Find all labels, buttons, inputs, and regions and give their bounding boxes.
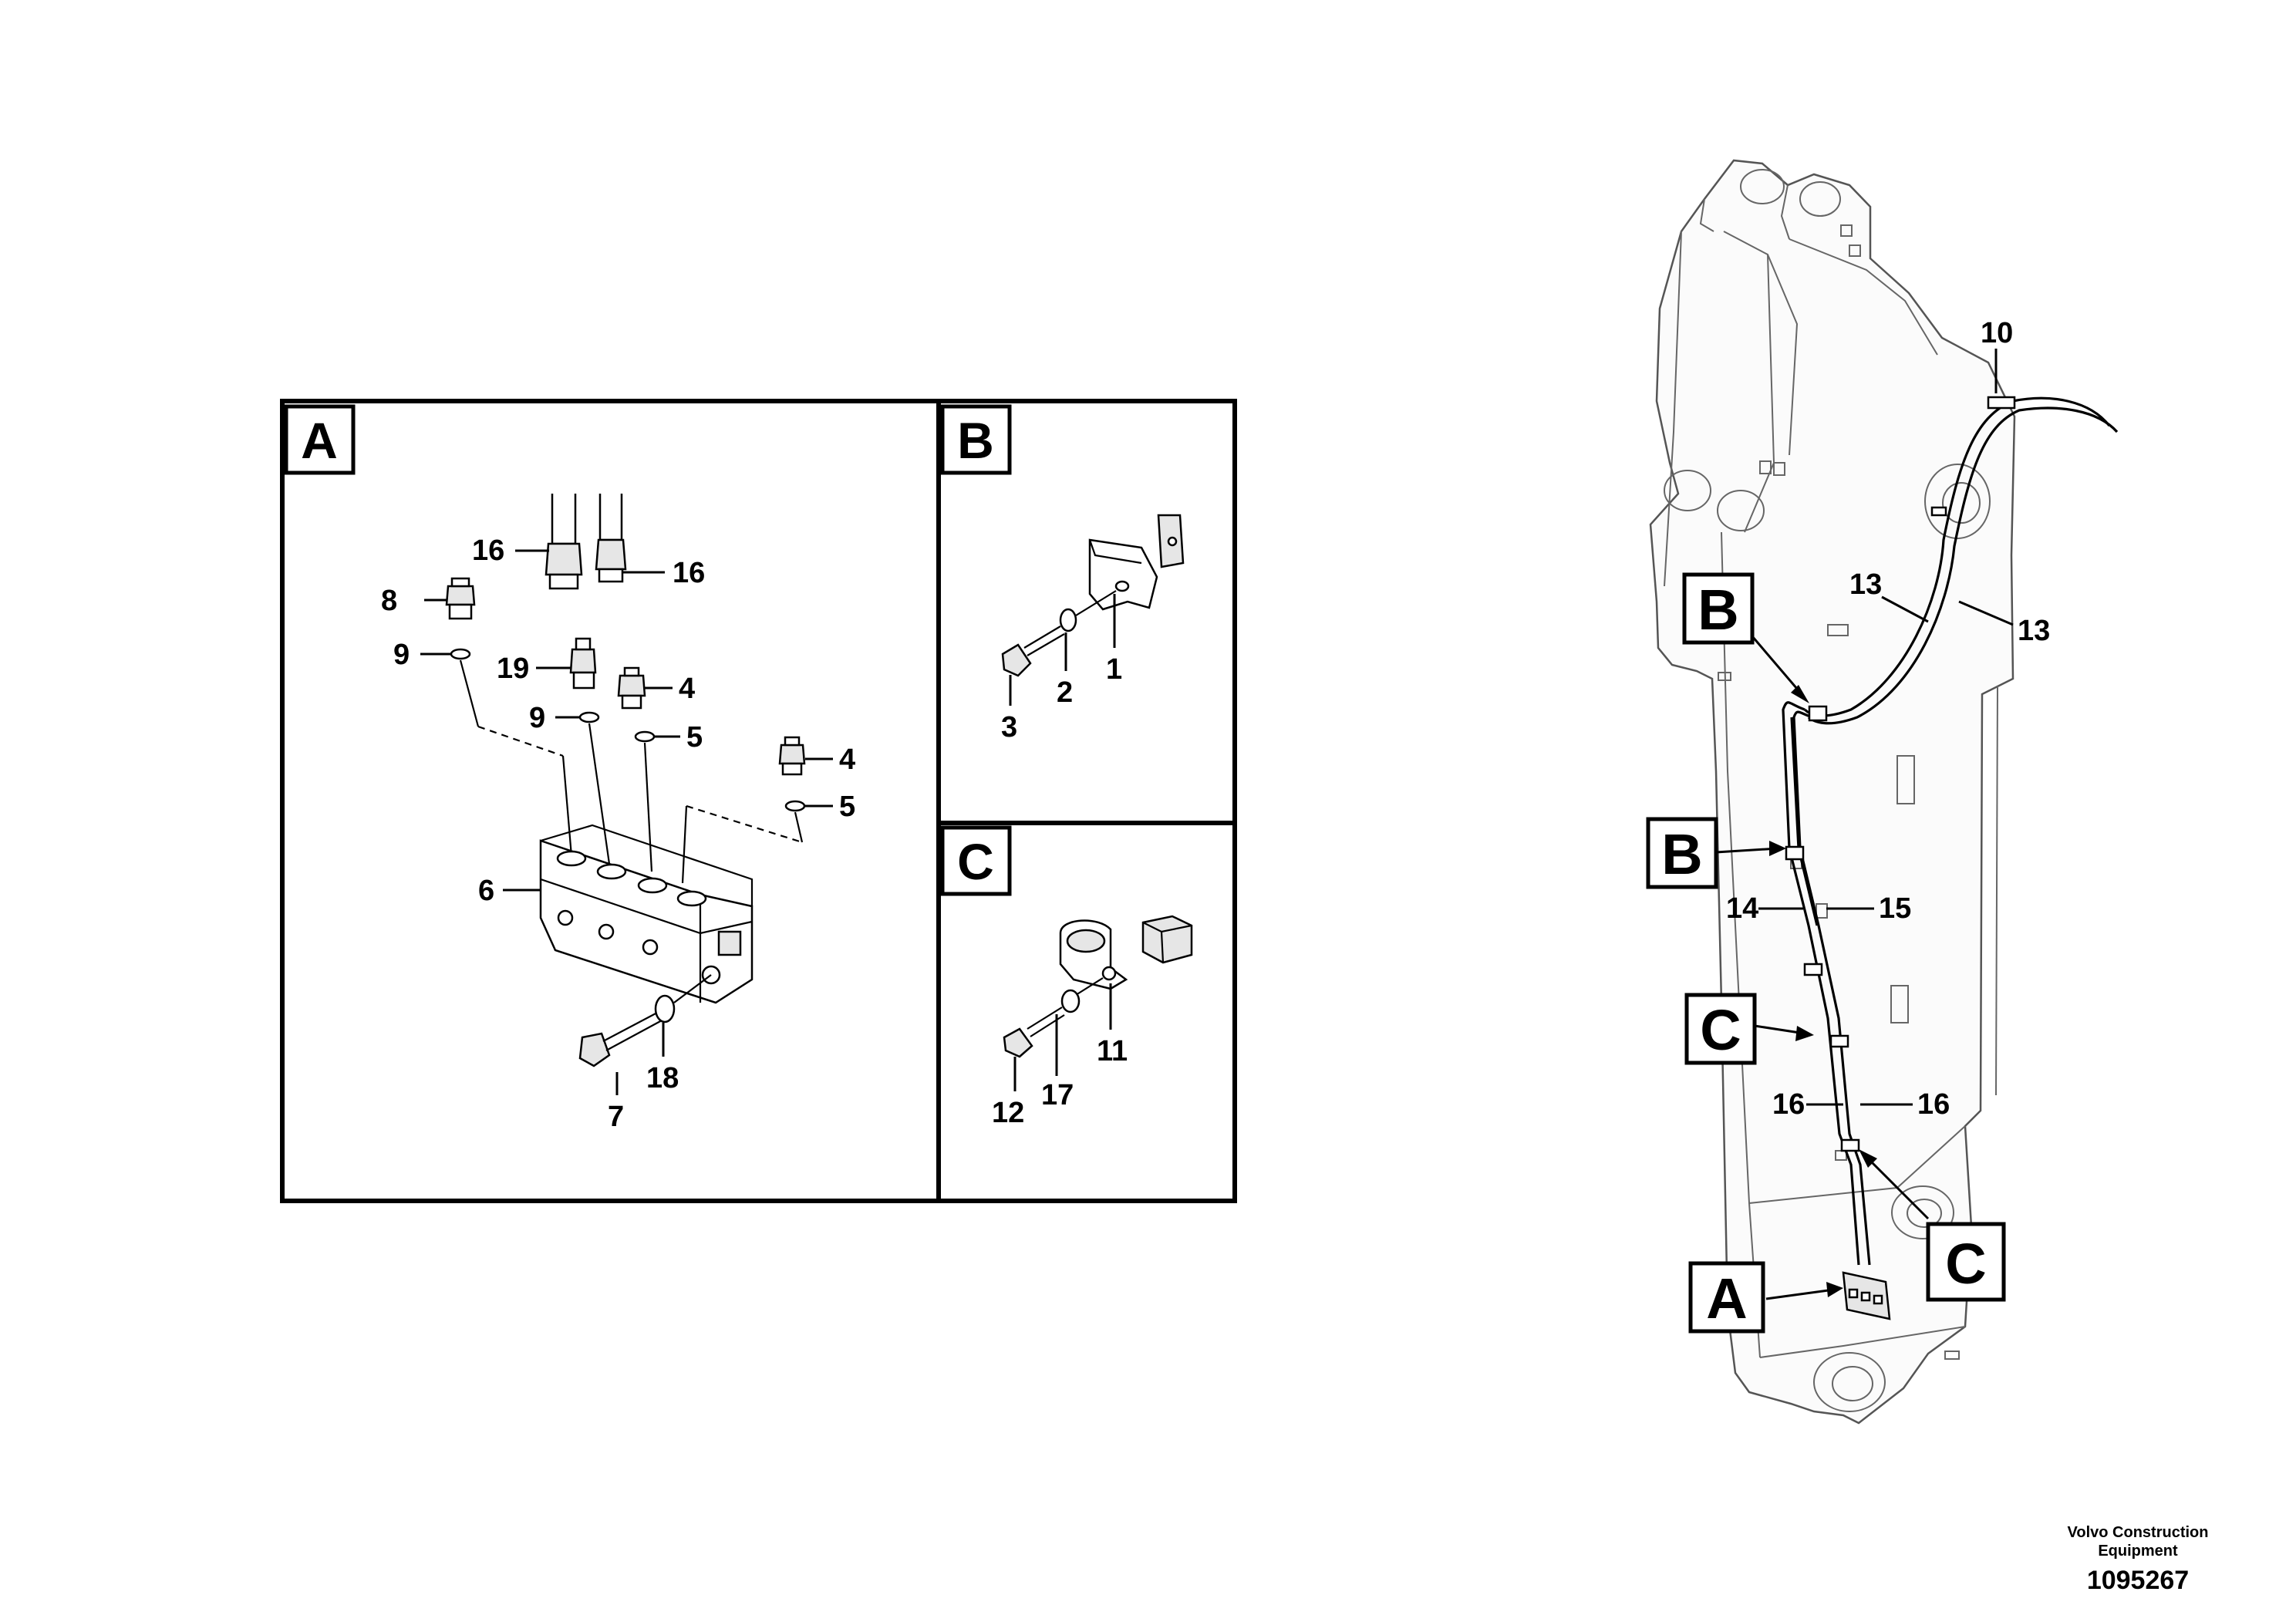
boom-drawing	[1649, 159, 2016, 1425]
label-17: 17	[1041, 1079, 1074, 1111]
footer-part-number: 1095267	[2086, 1566, 2190, 1595]
label-4: 4	[839, 744, 855, 776]
boom-leaders	[1758, 349, 2014, 1106]
boom-callout-arrows	[1715, 636, 1930, 1300]
label-14: 14	[1726, 892, 1758, 925]
svg-text:A: A	[1706, 1266, 1747, 1330]
label-4: 4	[679, 673, 695, 705]
detail-b-leaders	[1009, 594, 1116, 706]
svg-text:B: B	[1661, 822, 1702, 886]
footer-company: Volvo Construction Equipment	[2067, 1524, 2209, 1560]
boom-callout-c-lower: C	[1926, 1222, 2006, 1302]
panel-b-label: B	[940, 404, 1012, 475]
label-5: 5	[839, 791, 855, 823]
boom-callout-b-lower: B	[1646, 817, 1718, 889]
svg-text:A: A	[301, 412, 338, 469]
detail-a-leaders	[420, 549, 833, 1095]
label-2: 2	[1057, 676, 1073, 709]
detail-c-drawing	[1003, 915, 1193, 1058]
boom-callout-a: A	[1688, 1261, 1765, 1334]
label-9: 9	[529, 702, 545, 734]
label-16: 16	[1917, 1088, 1950, 1121]
svg-text:C: C	[1700, 998, 1741, 1062]
label-9: 9	[393, 639, 410, 671]
label-16: 16	[472, 534, 504, 567]
label-6: 6	[478, 875, 494, 907]
svg-text:B: B	[957, 412, 994, 469]
panel-a-label: A	[284, 404, 356, 475]
boom-hoses	[1782, 396, 2119, 1320]
label-3: 3	[1001, 711, 1017, 744]
label-19: 19	[497, 653, 529, 685]
label-7: 7	[608, 1101, 624, 1133]
label-16: 16	[1772, 1088, 1805, 1121]
boom-callout-c-upper: C	[1684, 993, 1757, 1065]
detail-a-drawing	[445, 494, 806, 1067]
detail-c-leaders	[1013, 983, 1112, 1091]
label-18: 18	[646, 1062, 679, 1094]
boom-callout-b-upper: B	[1682, 572, 1755, 645]
svg-text:B: B	[1698, 578, 1738, 642]
label-15: 15	[1879, 892, 1911, 925]
label-13: 13	[2018, 615, 2050, 647]
label-8: 8	[381, 585, 397, 617]
label-5: 5	[686, 721, 703, 754]
svg-text:C: C	[957, 833, 994, 890]
panel-c-label: C	[940, 825, 1012, 896]
label-10: 10	[1981, 317, 2013, 349]
label-13: 13	[1849, 568, 1882, 601]
detail-b-drawing	[1001, 514, 1185, 677]
svg-text:C: C	[1945, 1232, 1986, 1296]
label-11: 11	[1097, 1035, 1128, 1067]
label-12: 12	[992, 1097, 1024, 1129]
label-1: 1	[1106, 653, 1122, 686]
label-16: 16	[673, 557, 705, 589]
detail-frame	[280, 399, 1237, 1203]
